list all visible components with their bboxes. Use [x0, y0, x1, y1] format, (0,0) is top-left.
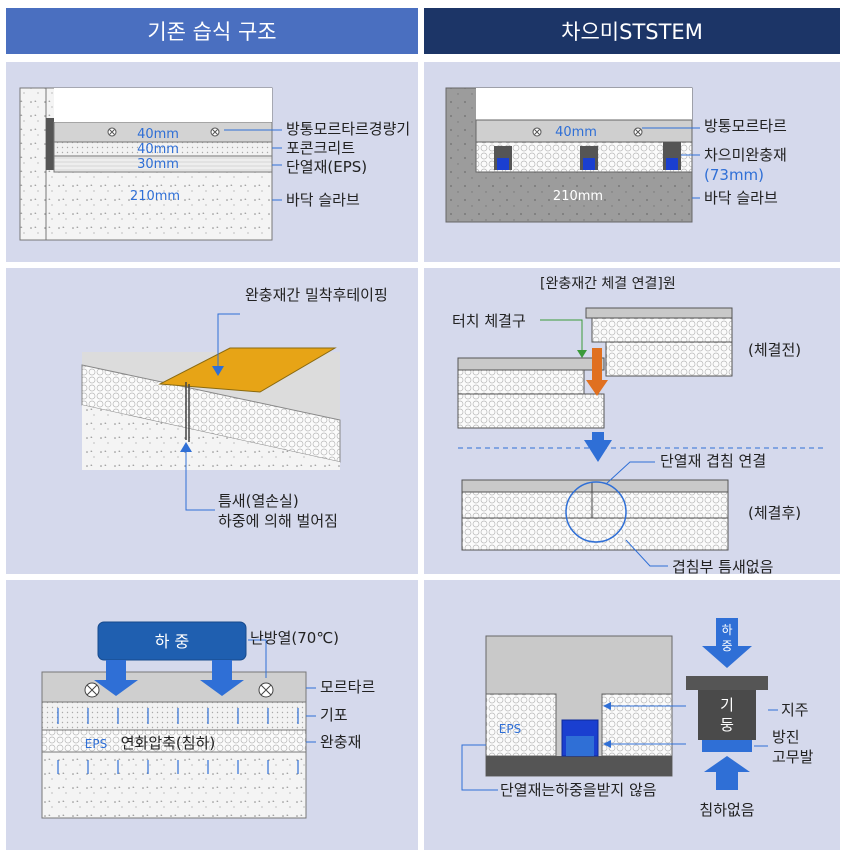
joint-overlap-label: 단열재 겹침 연결 — [660, 452, 766, 470]
joint-drawing: [완충재간 체결 연결]원 터치 체결구 (체결전) 단열재 겹침 연결 (체결… — [452, 276, 824, 576]
system-dim-slab: 210mm — [553, 189, 603, 204]
joint-no-gap-label: 겹침부 틈새없음 — [672, 558, 773, 576]
down-arrows — [57, 708, 299, 724]
post-text-1: 기 — [720, 696, 734, 714]
tape-top-label: 완충재간 밀착후테이핑 — [245, 286, 388, 304]
load-box-label[interactable]: 하 중 — [155, 632, 190, 651]
rubber-label-1: 방진 — [772, 728, 800, 746]
existing-dim-slab: 210mm — [130, 189, 180, 204]
tape-load-label: 하중에 의해 벌어짐 — [218, 512, 338, 530]
system-label-thickness: (73mm) — [704, 166, 764, 184]
rubber-label-2: 고무발 — [772, 748, 814, 766]
post-bottom-note: 단열재는하중을받지 않음 — [500, 781, 657, 799]
post-load-1: 하 — [721, 623, 732, 637]
existing-label-slab: 바닥 슬라브 — [286, 191, 360, 209]
system-label-slab: 바닥 슬라브 — [704, 189, 778, 207]
no-sink-label: 침하없음 — [699, 801, 754, 819]
header-system: 차으미STSTEM — [424, 8, 840, 54]
load-drawing: 하 중 난방열(70℃) EPS 연화압축(침하) 모르타르 기포 완충재 — [41, 621, 375, 819]
system-section-drawing: 40mm 210mm 방통모르타르 차으미완충재 (73mm) 바닥 슬라브 — [445, 87, 787, 223]
post-eps-tag: EPS — [499, 722, 521, 736]
existing-label-eps: 단열재(EPS) — [286, 158, 367, 176]
load-layer-buffer: 완충재 — [320, 733, 361, 751]
load-heating-label: 난방열(70℃) — [250, 629, 339, 647]
existing-label-mortar: 방통모르타르경량기 — [286, 120, 410, 138]
post-label: 지주 — [781, 701, 809, 719]
post-load-2: 중 — [721, 639, 732, 653]
joint-title: [완충재간 체결 연결]원 — [540, 276, 676, 292]
system-dim-mortar: 40mm — [555, 125, 597, 140]
joint-connector-label: 터치 체결구 — [452, 312, 526, 330]
system-label-mortar: 방통모르타르 — [704, 117, 787, 135]
tape-gap-label: 틈새(열손실) — [218, 492, 299, 510]
header-existing: 기존 습식 구조 — [6, 8, 418, 54]
post-drawing: EPS 기 둥 하 중 지주 방진 고무발 침하없음 단열재는하중을받지 않음 — [461, 618, 814, 819]
existing-label-concrete: 포콘크리트 — [286, 139, 355, 157]
existing-dim-mortar: 40mm — [137, 127, 179, 142]
existing-section-drawing: 40mm 40mm 30mm 210mm 방통모르타르경량기 포콘크리트 단열재… — [19, 87, 410, 241]
up-arrows — [57, 760, 299, 774]
load-layer-mortar: 모르타르 — [320, 678, 375, 696]
joint-before-label: (체결전) — [748, 341, 801, 359]
load-compress-label: 연화압축(침하) — [121, 734, 216, 752]
system-label-buffer: 차으미완충재 — [704, 146, 787, 164]
tape-drawing: 완충재간 밀착후테이핑 틈새(열손실) 하중에 의해 벌어짐 — [81, 286, 388, 530]
load-layer-foam: 기포 — [320, 706, 348, 724]
joint-after-label: (체결후) — [748, 504, 801, 522]
post-text-2: 둥 — [720, 716, 734, 734]
existing-dim-concrete: 40mm — [137, 142, 179, 157]
existing-dim-eps: 30mm — [137, 157, 179, 172]
load-eps-tag: EPS — [85, 737, 107, 751]
